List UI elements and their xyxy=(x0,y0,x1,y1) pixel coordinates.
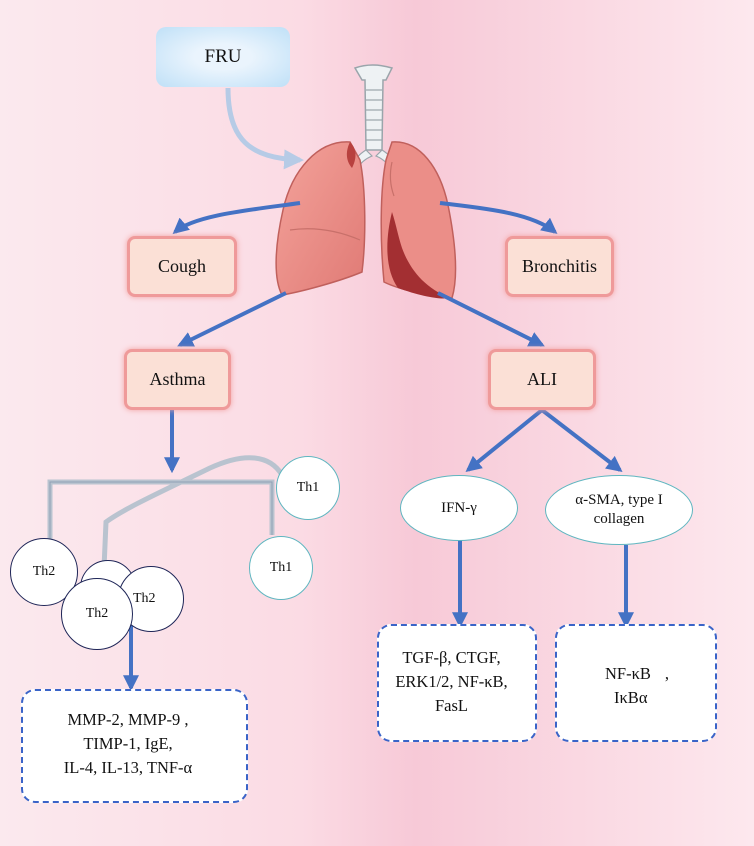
ali-label: ALI xyxy=(527,369,557,389)
ifn-marker-line3: FasL xyxy=(435,696,468,715)
th-connector-lines xyxy=(47,455,285,569)
asthma-markers-box: MMP-2, MMP-9 , TIMP-1, IgE, IL-4, IL-13,… xyxy=(21,689,248,803)
fru-label: FRU xyxy=(204,46,242,67)
ifn-markers-box: TGF-β, CTGF, ERK1/2, NF-κB, FasL xyxy=(377,624,537,742)
ifn-marker-line2: ERK1/2, NF-κB, xyxy=(395,672,508,691)
lungs-to-cough-arrow xyxy=(172,201,301,235)
cough-label: Cough xyxy=(157,256,206,276)
asthma-marker-line1: MMP-2, MMP-9 , xyxy=(67,710,189,729)
sma-label-line2: collagen xyxy=(593,511,645,527)
ali-to-ifn-arrow xyxy=(465,408,544,473)
nfkb-label: NF-κB xyxy=(605,664,651,683)
sma-label-line1: α-SMA, type I xyxy=(575,492,663,508)
fru-node: FRU xyxy=(156,27,290,87)
th2-middle-node: Th2 xyxy=(61,578,133,650)
th2-left-label: Th2 xyxy=(32,564,56,579)
th1-bottom-node: Th1 xyxy=(249,536,313,600)
ifn-gamma-label: IFN-γ xyxy=(441,499,477,516)
bronchitis-node: Bronchitis xyxy=(505,236,614,297)
bronchitis-label: Bronchitis xyxy=(522,256,597,276)
ifn-marker-line1: TGF-β, CTGF, xyxy=(402,648,501,667)
ali-node: ALI xyxy=(488,349,596,410)
th2-middle-label: Th2 xyxy=(85,606,109,621)
nfkb-comma: , xyxy=(664,664,670,683)
lungs-to-bronchitis-arrow xyxy=(439,201,558,234)
ali-to-sma-arrow xyxy=(540,408,623,472)
asthma-node: Asthma xyxy=(124,349,231,410)
ifn-gamma-node: IFN-γ xyxy=(400,475,518,541)
lungs-to-ali-arrow xyxy=(437,291,545,347)
sma-collagen-node: α-SMA, type I collagen xyxy=(545,475,693,545)
th1-top-label: Th1 xyxy=(296,480,320,495)
cough-node: Cough xyxy=(127,236,237,297)
nfkb-marker-line2: IκBα xyxy=(614,688,648,707)
nfkb-marker-line1: NF-κB, xyxy=(605,662,669,686)
nfkb-markers-box: NF-κB, IκBα xyxy=(555,624,717,742)
th1-bottom-label: Th1 xyxy=(269,560,293,575)
lungs-to-asthma-arrow xyxy=(177,291,287,347)
asthma-label: Asthma xyxy=(149,369,206,389)
fru-to-lungs-arrow xyxy=(225,87,304,170)
th1-top-node: Th1 xyxy=(276,456,340,520)
asthma-marker-line3: IL-4, IL-13, TNF-α xyxy=(63,758,193,777)
th2-right-label: Th2 xyxy=(133,591,156,606)
asthma-marker-line2: TIMP-1, IgE, xyxy=(83,734,173,753)
lungs-trachea-illustration xyxy=(275,64,457,299)
